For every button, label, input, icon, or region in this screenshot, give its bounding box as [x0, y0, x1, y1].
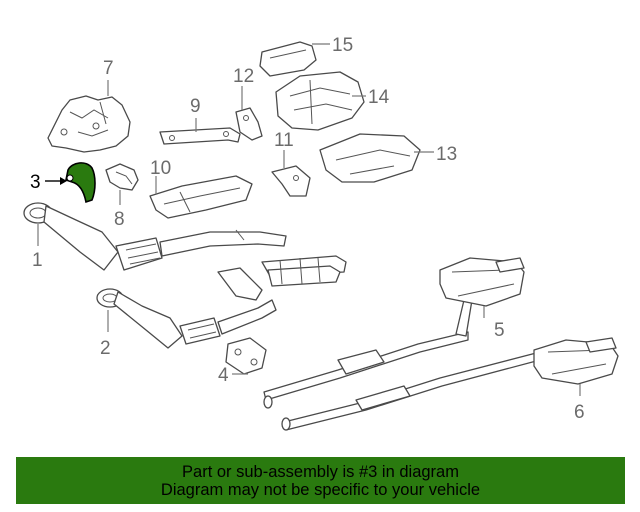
callout-11[interactable]: 11	[274, 130, 294, 151]
banner-line-1: Part or sub-assembly is #3 in diagram	[182, 462, 459, 481]
callout-8[interactable]: 8	[114, 209, 125, 230]
callout-10[interactable]: 10	[150, 158, 171, 179]
callout-5[interactable]: 5	[494, 320, 505, 341]
callout-2[interactable]: 2	[100, 338, 111, 359]
part-3-heat-shield-highlighted[interactable]	[65, 162, 96, 204]
callout-7[interactable]: 7	[103, 58, 114, 79]
part-15-shield[interactable]	[259, 41, 317, 77]
callout-12[interactable]: 12	[233, 66, 254, 87]
part-14-heat-shield[interactable]	[275, 71, 365, 131]
part-6-muffler[interactable]	[533, 337, 619, 385]
callout-4[interactable]: 4	[218, 365, 229, 386]
part-13-heat-shield[interactable]	[319, 133, 421, 183]
part-1-catalytic-converter[interactable]	[23, 202, 287, 271]
callout-9[interactable]: 9	[190, 96, 201, 117]
info-banner: Part or sub-assembly is #3 in diagram Di…	[16, 457, 625, 504]
part-2-catalytic-converter[interactable]	[96, 288, 277, 349]
callout-15[interactable]: 15	[332, 35, 353, 56]
part-7-heat-shield[interactable]	[47, 95, 131, 153]
part-12-bracket[interactable]	[235, 107, 263, 141]
callout-13[interactable]: 13	[436, 144, 457, 165]
part-10-heat-shield[interactable]	[149, 175, 253, 219]
part-8-bracket[interactable]	[105, 163, 139, 191]
callout-3[interactable]: 3	[30, 172, 41, 193]
part-11-bracket[interactable]	[271, 165, 311, 197]
leader-3-arrow-icon	[60, 177, 67, 185]
center-pipe-section[interactable]	[217, 255, 347, 301]
callout-14[interactable]: 14	[368, 87, 390, 108]
exhaust-parts-diagram: 7 3 8 9 10 12 15 14	[23, 35, 619, 431]
banner-line-2: Diagram may not be specific to your vehi…	[160, 480, 481, 499]
callout-6[interactable]: 6	[574, 402, 585, 423]
part-9-bracket[interactable]	[159, 127, 241, 145]
exhaust-pipe-main[interactable]	[263, 299, 541, 431]
callout-1[interactable]: 1	[32, 250, 43, 271]
part-4-flange[interactable]	[225, 337, 267, 375]
part-5-muffler[interactable]	[439, 257, 525, 307]
